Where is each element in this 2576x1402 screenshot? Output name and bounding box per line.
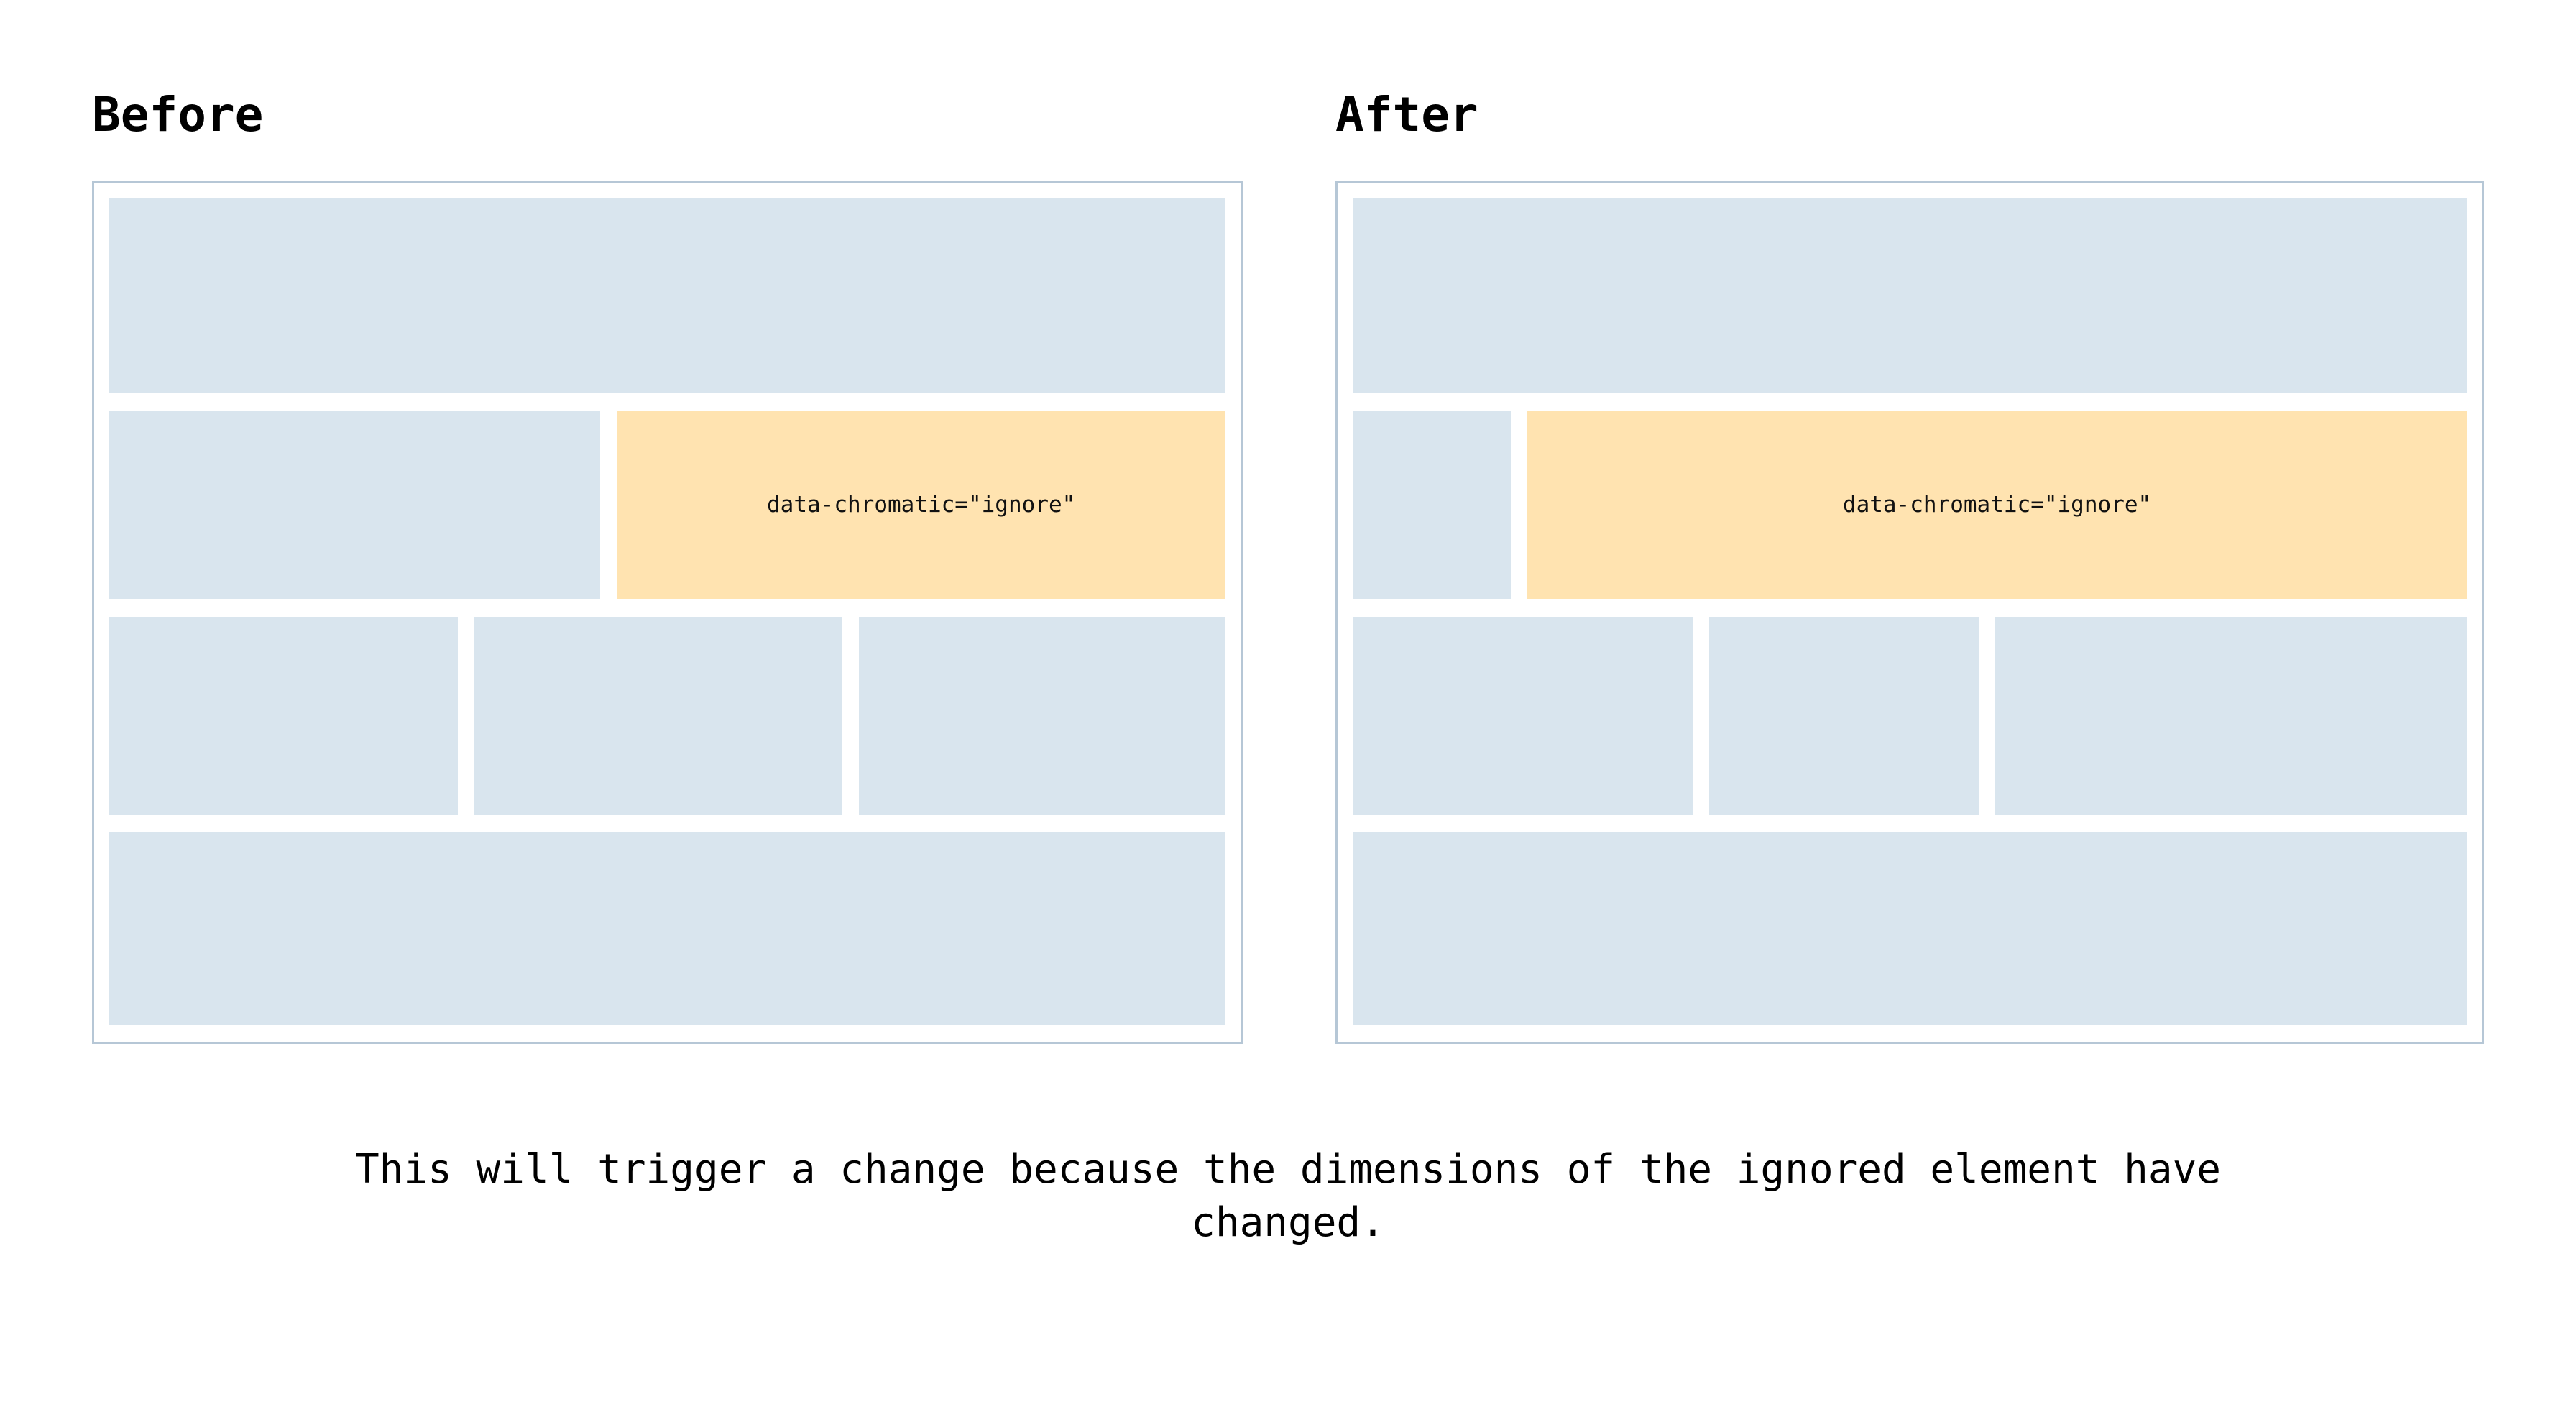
ignored-element-block: data-chromatic="ignore"	[1527, 411, 2467, 599]
skeleton-block	[109, 198, 1225, 393]
skeleton-block	[1353, 617, 1693, 815]
skeleton-block	[1353, 411, 1512, 599]
layout-gap	[842, 617, 859, 815]
layout-gap	[1979, 617, 1995, 815]
skeleton-row-triple	[1353, 617, 2467, 815]
layout-gap	[600, 411, 617, 599]
ignored-element-label: data-chromatic="ignore"	[767, 492, 1076, 518]
layout-gap	[1511, 411, 1527, 599]
skeleton-row-split: data-chromatic="ignore"	[109, 411, 1225, 599]
snapshot-panel-after: data-chromatic="ignore"	[1335, 181, 2484, 1044]
skeleton-block	[109, 832, 1225, 1025]
panel-title-before: Before	[92, 87, 264, 142]
skeleton-row-split: data-chromatic="ignore"	[1353, 411, 2467, 599]
skeleton-block	[474, 617, 843, 815]
ignored-element-label: data-chromatic="ignore"	[1842, 492, 2152, 518]
skeleton-block	[1995, 617, 2467, 815]
snapshot-panel-before: data-chromatic="ignore"	[92, 181, 1243, 1044]
layout-gap	[1693, 617, 1709, 815]
skeleton-block	[109, 411, 601, 599]
explanation-caption: This will trigger a change because the d…	[354, 1146, 2222, 1246]
skeleton-block	[1708, 617, 1979, 815]
skeleton-block	[1353, 198, 2467, 393]
skeleton-layout-before: data-chromatic="ignore"	[109, 198, 1225, 1026]
skeleton-block	[1353, 832, 2467, 1025]
skeleton-row-triple	[109, 617, 1225, 815]
skeleton-row-hero	[1353, 198, 2467, 393]
layout-gap	[458, 617, 474, 815]
panel-title-after: After	[1335, 87, 1478, 142]
ignored-element-block: data-chromatic="ignore"	[617, 411, 1225, 599]
skeleton-row-footer	[109, 832, 1225, 1025]
skeleton-row-footer	[1353, 832, 2467, 1025]
skeleton-row-hero	[109, 198, 1225, 393]
skeleton-layout-after: data-chromatic="ignore"	[1353, 198, 2467, 1026]
skeleton-block	[109, 617, 458, 815]
skeleton-block	[859, 617, 1225, 815]
